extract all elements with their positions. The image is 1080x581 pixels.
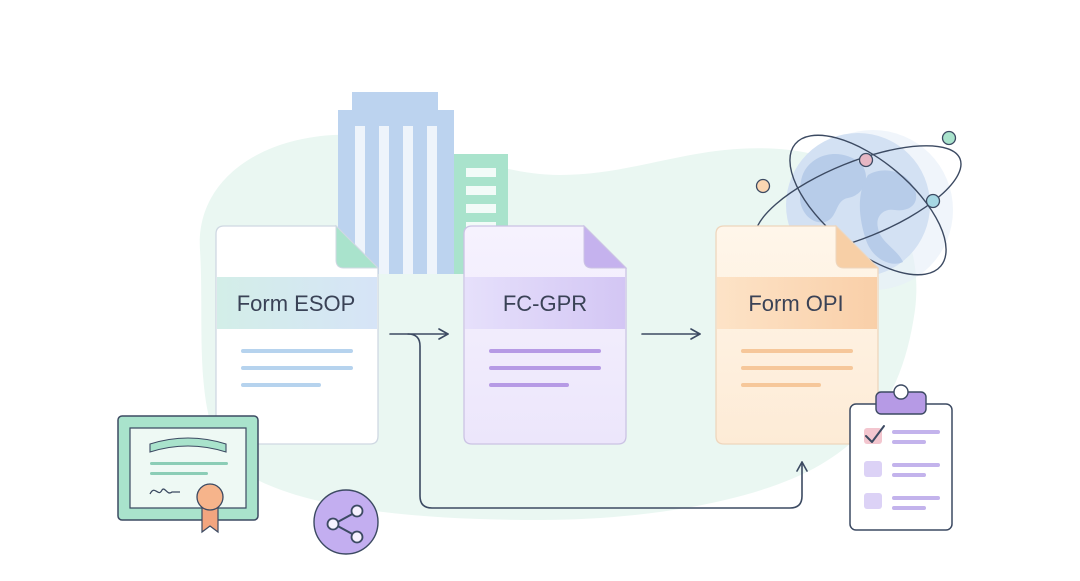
arrow-loop-to-opi	[407, 333, 808, 509]
doc-label-form-opi: Form OPI	[748, 291, 843, 316]
certificate-icon	[117, 415, 259, 534]
doc-label-form-esop: Form ESOP	[237, 291, 356, 316]
doc-fc-gpr: FC-GPR	[463, 224, 628, 445]
connector-lines	[389, 328, 808, 509]
share-icon	[313, 489, 379, 555]
clipboard-checklist-icon	[849, 384, 953, 531]
doc-form-opi: Form OPI	[715, 224, 880, 445]
doc-label-fc-gpr: FC-GPR	[503, 291, 587, 316]
doc-form-esop: Form ESOP	[215, 224, 380, 445]
